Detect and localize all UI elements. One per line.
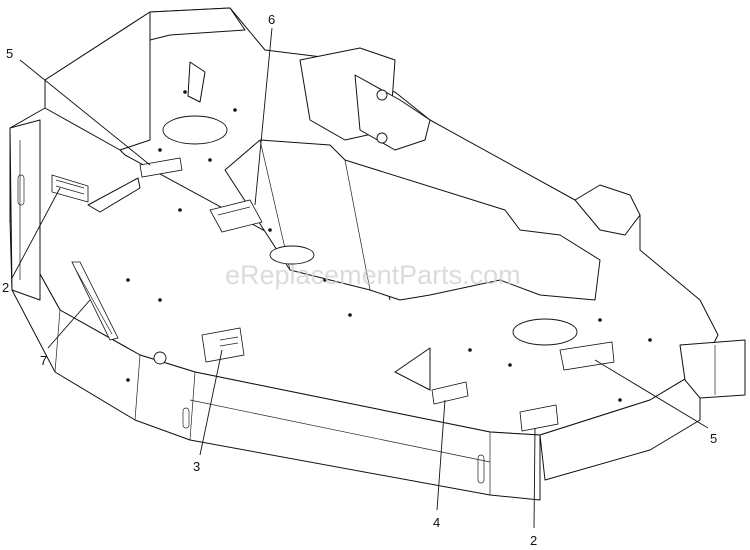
leader-3 <box>199 349 223 456</box>
callout-4: 4 <box>433 515 440 530</box>
decal-rear-strip <box>139 157 183 178</box>
callout-7: 7 <box>40 353 47 368</box>
callout-2-left: 2 <box>2 280 9 295</box>
callout-6: 6 <box>268 12 275 27</box>
leader-2-right <box>533 427 536 529</box>
decal-warning-right-end <box>519 404 559 432</box>
leader-2-left <box>11 187 61 279</box>
callout-leaders <box>11 27 709 529</box>
decal-warning-front-center <box>431 381 469 405</box>
leader-5-left <box>19 59 151 166</box>
leader-5-right <box>594 359 709 429</box>
mower-deck-housing <box>9 7 746 501</box>
callout-5-left: 5 <box>6 46 13 61</box>
callout-numbers: 5 6 2 7 3 4 2 5 <box>2 12 717 548</box>
decal-center-instruction <box>209 199 263 233</box>
callout-5-right: 5 <box>710 431 717 446</box>
decal-front-info <box>201 327 245 363</box>
callout-2-right: 2 <box>530 533 537 548</box>
leader-7 <box>47 299 91 349</box>
leader-6 <box>254 27 273 206</box>
decal-warning-left-end <box>51 174 89 203</box>
decal-brand-stripe <box>71 261 119 341</box>
callout-3: 3 <box>193 459 200 474</box>
watermark-text: eReplacementParts.com <box>225 260 521 290</box>
leader-4 <box>436 399 446 511</box>
